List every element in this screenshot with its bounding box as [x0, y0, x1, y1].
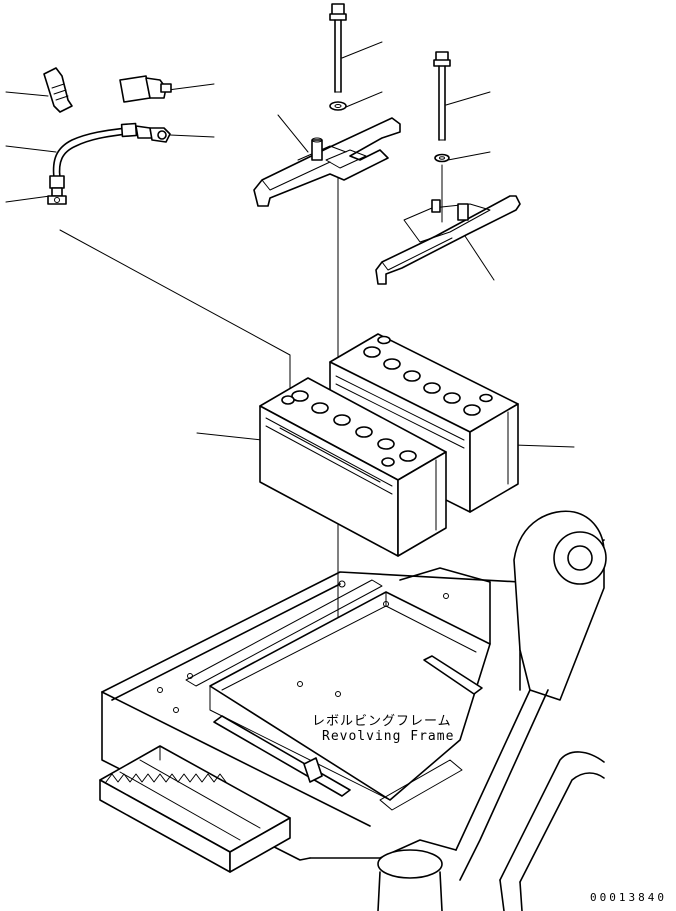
washer-right-icon	[434, 153, 450, 163]
leader-line-washer-left	[345, 91, 383, 108]
step-icon	[99, 745, 291, 873]
leader-line-bolt-left	[341, 41, 383, 59]
connector-icon	[119, 75, 172, 103]
leader-line-cable	[5, 145, 57, 153]
leader-line-bracket-right	[462, 232, 495, 281]
leader-line-washer-right	[447, 151, 491, 161]
revolving-frame-label-en: Revolving Frame	[322, 729, 455, 744]
bolt-right-icon	[433, 51, 451, 141]
leader-line-terminal	[169, 134, 215, 138]
battery-front-icon	[259, 377, 447, 557]
leader-line-bolt-right	[445, 91, 491, 106]
battery-rear-caps	[363, 335, 493, 416]
battery-front-caps	[281, 390, 417, 467]
leader-line-boot	[5, 91, 49, 97]
leader-line-connector	[167, 83, 215, 91]
cable-icon	[52, 122, 153, 179]
leader-line-battery-right	[513, 444, 575, 448]
revolving-frame-icon	[99, 510, 607, 911]
cable-route-line	[59, 229, 291, 397]
washer-left-icon	[329, 101, 347, 111]
hold-down-bracket-right	[375, 195, 521, 285]
drawing-number: 00013840	[590, 891, 667, 904]
bolt-left-icon	[329, 3, 347, 93]
battery-cable-assembly	[43, 67, 172, 205]
terminal-boot-icon	[43, 67, 73, 113]
leader-line-cable-end	[5, 195, 51, 203]
leader-line-battery-left	[196, 432, 263, 441]
revolving-frame-label-jp: レボルビングフレーム	[312, 714, 452, 729]
terminal-icon	[149, 127, 171, 143]
hold-down-bracket-left	[253, 117, 401, 207]
cable-end-icon	[47, 175, 67, 205]
leader-line-bracket-left	[277, 114, 309, 153]
